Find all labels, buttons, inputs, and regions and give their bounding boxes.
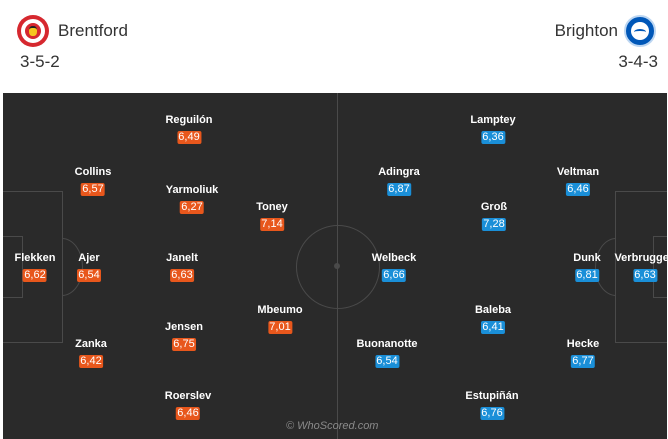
player-rating-badge: 7,28 bbox=[482, 218, 506, 231]
player-rating-badge: 6,46 bbox=[175, 407, 200, 420]
player-name: Lamptey bbox=[470, 114, 516, 126]
player-rating-badge: 6,63 bbox=[633, 269, 657, 282]
brighton-crest-icon bbox=[624, 15, 656, 47]
player-marker[interactable]: Ajer 6,54 bbox=[77, 251, 101, 283]
player-name: Estupiñán bbox=[465, 390, 519, 402]
player-name: Jensen bbox=[165, 321, 203, 333]
player-marker[interactable]: Estupiñán 6,76 bbox=[465, 389, 519, 421]
center-spot bbox=[334, 263, 340, 269]
player-name: Roerslev bbox=[164, 390, 212, 402]
player-name: Flekken bbox=[14, 252, 56, 264]
player-rating-badge: 6,36 bbox=[481, 131, 505, 144]
player-name: Welbeck bbox=[371, 252, 417, 264]
player-rating-badge: 6,87 bbox=[387, 183, 411, 196]
match-header: Brentford 3-5-2 Brighton 3-4-3 bbox=[0, 0, 668, 93]
player-name: Baleba bbox=[474, 304, 512, 316]
player-rating-badge: 7,14 bbox=[259, 218, 284, 231]
player-rating-badge: 7,01 bbox=[267, 321, 292, 334]
player-name: Collins bbox=[74, 166, 112, 178]
player-marker[interactable]: Collins 6,57 bbox=[74, 165, 112, 197]
player-marker[interactable]: Flekken 6,62 bbox=[14, 251, 56, 283]
pitch: Flekken 6,62 Collins 6,57 Ajer 6,54 Zank… bbox=[3, 93, 667, 439]
player-name: Veltman bbox=[556, 166, 600, 178]
player-name: Janelt bbox=[166, 252, 198, 264]
goal-area-left bbox=[3, 236, 23, 298]
player-marker[interactable]: Buonanotte 6,54 bbox=[356, 337, 418, 369]
player-rating-badge: 6,41 bbox=[480, 321, 505, 334]
player-marker[interactable]: Veltman 6,46 bbox=[557, 165, 599, 197]
home-team-name[interactable]: Brentford bbox=[58, 21, 128, 40]
player-marker[interactable]: Dunk 6,81 bbox=[573, 251, 601, 283]
player-rating-badge: 6,46 bbox=[566, 183, 590, 196]
player-name: Zanka bbox=[75, 338, 107, 350]
player-rating-badge: 6,49 bbox=[177, 131, 201, 144]
player-rating-badge: 6,42 bbox=[78, 355, 103, 368]
player-name: Verbruggen bbox=[614, 252, 667, 264]
player-marker[interactable]: Verbruggen 6,63 bbox=[614, 251, 667, 283]
player-rating-badge: 6,54 bbox=[77, 269, 101, 282]
player-name: Groß bbox=[480, 201, 508, 213]
player-marker[interactable]: Baleba 6,41 bbox=[475, 303, 511, 335]
player-rating-badge: 6,54 bbox=[374, 355, 399, 368]
player-rating-badge: 6,63 bbox=[169, 269, 194, 282]
player-marker[interactable]: Lamptey 6,36 bbox=[470, 113, 516, 145]
player-marker[interactable]: Toney 7,14 bbox=[256, 200, 288, 232]
player-marker[interactable]: Jensen 6,75 bbox=[165, 320, 203, 352]
player-name: Mbeumo bbox=[257, 304, 303, 316]
player-rating-badge: 6,27 bbox=[179, 201, 204, 214]
player-rating-badge: 6,81 bbox=[575, 269, 599, 282]
player-rating-badge: 6,66 bbox=[382, 269, 406, 282]
player-marker[interactable]: Welbeck 6,66 bbox=[372, 251, 416, 283]
player-name: Yarmoliuk bbox=[165, 184, 219, 196]
away-team-name[interactable]: Brighton bbox=[554, 21, 618, 40]
player-marker[interactable]: Zanka 6,42 bbox=[75, 337, 107, 369]
player-marker[interactable]: Hecke 6,77 bbox=[567, 337, 599, 369]
player-rating-badge: 6,62 bbox=[23, 269, 47, 282]
player-name: Buonanotte bbox=[356, 338, 418, 350]
player-marker[interactable]: Yarmoliuk 6,27 bbox=[165, 183, 219, 215]
player-name: Reguilón bbox=[165, 114, 213, 126]
away-formation: 3-4-3 bbox=[618, 52, 658, 71]
home-formation: 3-5-2 bbox=[20, 52, 60, 71]
player-marker[interactable]: Groß 7,28 bbox=[481, 200, 507, 232]
player-marker[interactable]: Janelt 6,63 bbox=[166, 251, 198, 283]
player-rating-badge: 6,76 bbox=[479, 407, 504, 420]
player-marker[interactable]: Mbeumo 7,01 bbox=[257, 303, 303, 335]
player-name: Dunk bbox=[573, 252, 601, 264]
player-rating-badge: 6,77 bbox=[570, 355, 595, 368]
watermark: © WhoScored.com bbox=[286, 420, 379, 432]
player-name: Toney bbox=[256, 201, 288, 213]
brentford-crest-icon bbox=[17, 15, 49, 47]
player-name: Hecke bbox=[566, 338, 600, 350]
goal-area-right bbox=[653, 236, 667, 298]
player-name: Ajer bbox=[78, 252, 100, 264]
player-marker[interactable]: Roerslev 6,46 bbox=[165, 389, 211, 421]
player-marker[interactable]: Reguilón 6,49 bbox=[165, 113, 213, 145]
player-rating-badge: 6,57 bbox=[80, 183, 105, 196]
center-circle bbox=[296, 225, 380, 309]
player-rating-badge: 6,75 bbox=[171, 338, 196, 351]
player-name: Adingra bbox=[378, 166, 420, 178]
player-marker[interactable]: Adingra 6,87 bbox=[378, 165, 420, 197]
